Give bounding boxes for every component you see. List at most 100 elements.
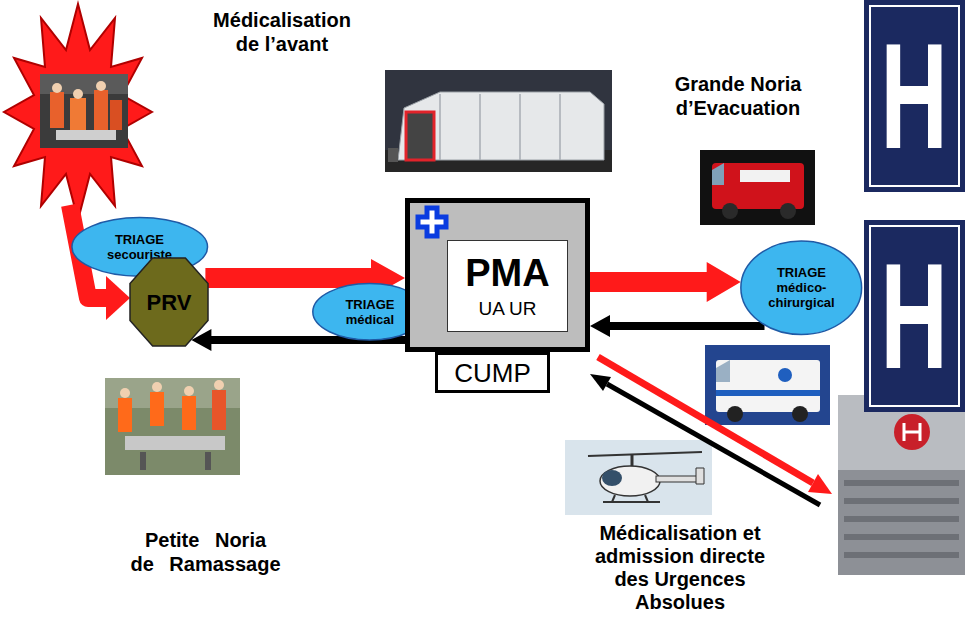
helicopter-photo (565, 440, 712, 515)
rescuers-photo (105, 378, 240, 475)
starburst-photo (4, 4, 152, 220)
starburst-photo (52, 83, 62, 93)
pma-box: PMAUA UR (405, 198, 590, 352)
rescuers-photo (205, 452, 211, 470)
van-photo (712, 163, 724, 185)
rescuers-photo (212, 390, 226, 430)
starburst-photo (56, 130, 116, 140)
rescuers-photo (182, 396, 196, 430)
hospital-building-photo (844, 516, 959, 522)
label-box: Petite Noria de Ramassage (128, 528, 283, 576)
direct-admission-arrows (590, 357, 832, 505)
node-label: PRV (147, 290, 192, 315)
text-group: H (860, 241, 965, 391)
label-box: Grande Noria d’Evacuation (663, 72, 813, 120)
triage-ellipse: TRIAGE médico-chirurgical (740, 240, 862, 335)
starburst-photo (40, 74, 128, 94)
rescuers-photo (118, 398, 132, 432)
helicopter-photo (588, 452, 702, 456)
prv-octagon: PRV (130, 258, 208, 346)
text-group: TRIAGE médical (335, 297, 405, 327)
direct-admission-arrows (598, 357, 813, 483)
hospital-building-photo (904, 423, 920, 441)
hospital-building-photo (844, 534, 959, 540)
medical-cross (415, 205, 449, 239)
text-group: TRIAGE médico-chirurgical (759, 265, 843, 310)
starburst-photo (50, 92, 64, 128)
rescuers-photo (214, 380, 224, 390)
van-photo (712, 163, 804, 209)
tent-photo (439, 94, 441, 160)
van-photo (722, 203, 738, 219)
van-photo (740, 170, 790, 182)
section-label: Grande Noria d’Evacuation (663, 72, 813, 120)
tent-photo (385, 70, 612, 172)
node-label: TRIAGE médico-chirurgical (759, 265, 843, 310)
starburst-photo (73, 89, 83, 99)
section-label: Médicalisation et admission directe des … (585, 522, 775, 614)
node-subtitle: UA UR (478, 298, 536, 320)
helicopter-photo (612, 495, 615, 502)
starburst-photo (40, 74, 128, 148)
tent-photo (388, 148, 398, 162)
helicopter-photo (565, 440, 712, 515)
text-group: H (860, 21, 965, 171)
hospital-building-photo (844, 498, 959, 504)
hospital-building-photo (838, 395, 965, 575)
van-photo (700, 150, 815, 225)
hospital-building-photo (838, 395, 965, 575)
helicopter-photo (656, 476, 700, 482)
helicopter-photo (602, 470, 622, 486)
helicopter-photo (631, 455, 634, 466)
hospital-sign: H (864, 220, 965, 412)
ambulance-photo (705, 345, 830, 425)
node-label: CUMP (454, 358, 531, 388)
medical-cross (418, 208, 446, 236)
van-photo (700, 150, 815, 225)
rescuers-photo (150, 392, 164, 426)
octagon-shape (130, 258, 208, 346)
node-label: TRIAGE médical (335, 297, 405, 327)
return-arrow (590, 315, 765, 337)
helicopter-photo (696, 468, 704, 484)
starburst-photo (110, 100, 122, 130)
ambulance-photo (792, 406, 808, 422)
hospital-letter: H (881, 241, 948, 391)
direct-admission-arrows (590, 374, 611, 391)
hospital-building-photo (844, 480, 959, 486)
starburst-photo (96, 81, 106, 91)
label-box: Médicalisation et admission directe des … (585, 522, 775, 614)
pma-panel: PMAUA UR (447, 240, 568, 332)
direct-admission-arrows (808, 474, 832, 494)
text-group: PMAUA UR (465, 252, 549, 320)
ambulance-photo (727, 406, 743, 422)
hospital-building-photo (894, 414, 930, 450)
rescuers-photo (152, 382, 162, 392)
text-group: CUMP (454, 358, 531, 388)
tent-photo (479, 94, 481, 160)
ambulance-photo (778, 368, 792, 382)
tent-photo (519, 94, 521, 160)
flow-arrow (590, 262, 741, 302)
rescuers-photo (120, 388, 130, 398)
tent-photo (406, 112, 434, 160)
ambulance-photo (716, 360, 730, 382)
section-label: Petite Noria de Ramassage (128, 528, 283, 576)
rescuers-photo (105, 378, 240, 475)
van-photo (780, 203, 796, 219)
text-group: PRV (147, 290, 192, 315)
tent-photo (385, 70, 612, 172)
starburst-photo (94, 90, 108, 130)
tent-photo (398, 92, 604, 160)
hospital-building-photo (844, 552, 959, 558)
hospital-letter: H (881, 21, 948, 171)
ellipse-shape (741, 241, 862, 334)
helicopter-photo (645, 495, 648, 502)
helicopter-photo (600, 466, 660, 496)
cump-box: CUMP (435, 352, 550, 393)
ambulance-photo (716, 390, 820, 396)
starburst-photo (4, 4, 152, 220)
collect-arrow (106, 276, 130, 320)
starburst-photo (70, 98, 86, 130)
rescuers-photo (125, 436, 225, 450)
